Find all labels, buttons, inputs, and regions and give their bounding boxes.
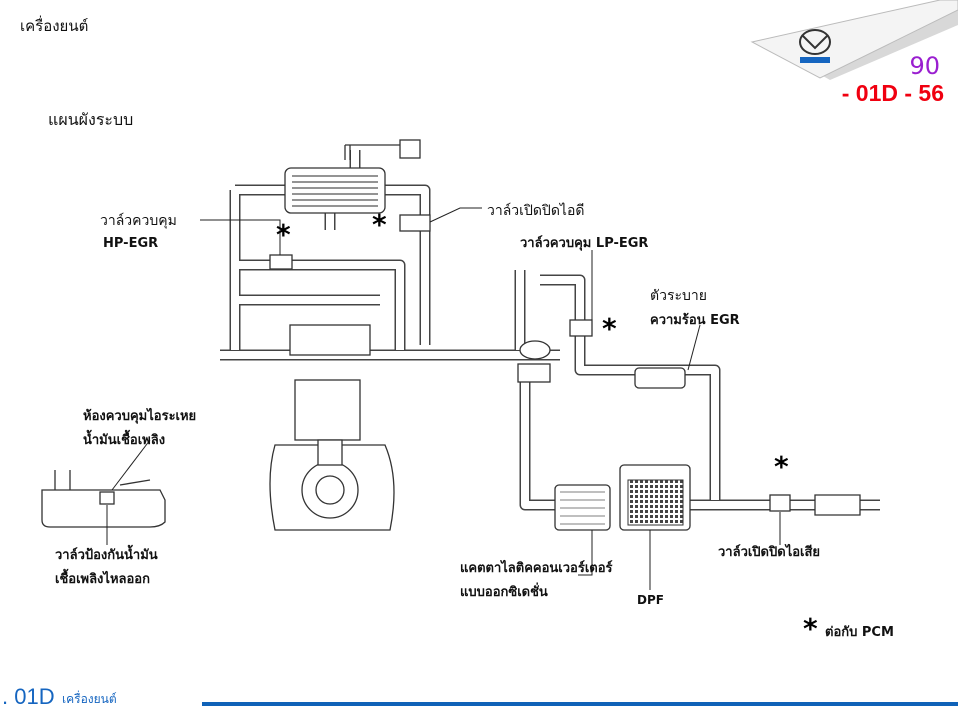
intake-shutter-valve	[399, 214, 431, 232]
oxidation-catalyst	[554, 484, 611, 531]
hp-egr-valve	[269, 254, 293, 270]
label-hp-egr-1: วาล์วควบคุม	[100, 213, 177, 229]
rollover-valve	[99, 491, 115, 505]
leader-lines	[106, 207, 781, 590]
mazda-logo-banner	[750, 0, 958, 80]
label-rollover-1: วาล์วป้องกันน้ำมัน	[55, 548, 158, 563]
label-evap-2: น้ำมันเชื้อเพลิง	[83, 433, 166, 448]
footer-rule	[202, 702, 958, 706]
section-title: เครื่องยนต์	[20, 17, 89, 35]
mazda-logo-icon	[799, 29, 831, 55]
intercooler	[284, 167, 386, 214]
cylinder	[294, 379, 361, 441]
page-code: - 01D - 56	[841, 80, 944, 106]
asterisk-legend: *	[803, 612, 818, 645]
fuel-tank	[41, 489, 166, 528]
label-hp-egr-2: HP-EGR	[103, 236, 159, 251]
footer-section: เครื่องยนต์	[62, 692, 117, 706]
label-pcm-note: ต่อกับ PCM	[825, 625, 894, 640]
footer-code: . 01D	[2, 684, 55, 709]
turbo-turbine	[517, 363, 551, 383]
label-intake-shutter: วาล์วเปิดปิดไอดี	[487, 203, 585, 219]
asterisk-lp-egr: *	[602, 312, 617, 345]
label-catalyst-2: แบบออกซิเดชั่น	[460, 585, 548, 600]
label-dpf: DPF	[637, 593, 664, 607]
asterisk-exhaust: *	[774, 450, 789, 483]
diagram-title: แผนผังระบบ	[48, 110, 134, 129]
label-exhaust-shutter: วาล์วเปิดปิดไอเสีย	[718, 545, 821, 560]
label-lp-egr: วาล์วควบคุม LP-EGR	[520, 236, 649, 251]
turbo-compressor	[519, 340, 551, 360]
asterisk-intake: *	[372, 208, 387, 241]
air-filter-connector	[399, 139, 421, 159]
page-number: 90	[909, 52, 940, 80]
cylinder-head	[289, 324, 371, 356]
label-evap-1: ห้องควบคุมไอระเหย	[83, 409, 197, 424]
label-egr-cooler-1: ตัวระบาย	[650, 288, 707, 304]
label-catalyst-1: แคตตาไลติคคอนเวอร์เตอร์	[460, 561, 613, 576]
exhaust-shutter-valve	[769, 494, 791, 512]
asterisk-hp-egr: *	[276, 218, 291, 251]
muffler	[814, 494, 861, 516]
label-egr-cooler-2: ความร้อน EGR	[650, 313, 740, 328]
label-rollover-2: เชื้อเพลิงไหลออก	[55, 572, 150, 587]
lp-egr-valve	[569, 319, 593, 337]
egr-cooler	[634, 367, 686, 389]
